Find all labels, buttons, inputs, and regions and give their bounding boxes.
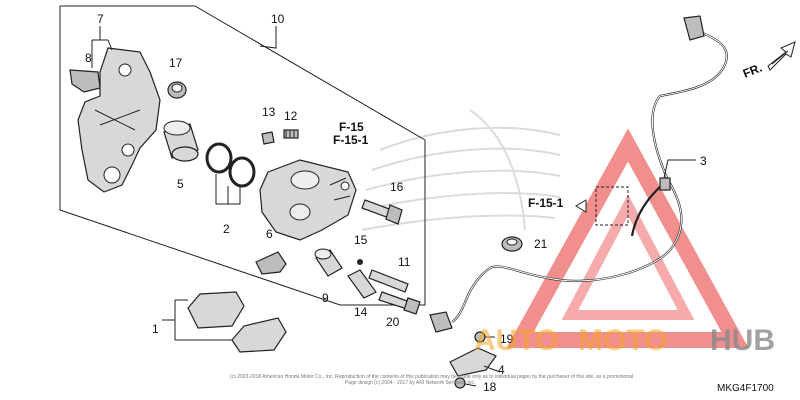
callout-8: 8 [85, 51, 92, 65]
part-15-clip[interactable] [357, 259, 363, 265]
part-8-pad-retainer[interactable] [69, 69, 101, 93]
callout-9: 9 [322, 291, 329, 305]
watermark-auto: AUTO [474, 324, 558, 357]
ref-f151-side: F-15-1 [528, 196, 564, 210]
callout-14: 14 [354, 305, 368, 319]
fr-label: FR. [741, 61, 764, 81]
part-6-pad-spring[interactable] [255, 251, 287, 275]
honda-wing-logo [361, 109, 561, 231]
callout-10: 10 [271, 12, 285, 26]
callout-15: 15 [354, 233, 368, 247]
callout-12: 12 [284, 109, 298, 123]
callout-6: 6 [266, 227, 273, 241]
part-17-boot[interactable] [167, 81, 187, 99]
part-3-brake-hose[interactable] [451, 15, 728, 323]
part-14-sleeve[interactable] [347, 269, 377, 299]
part-2-seals[interactable] [205, 142, 256, 188]
diagram-code: MKG4F1700 [717, 383, 774, 394]
callout-16: 16 [390, 180, 404, 194]
part-16-bolt[interactable] [361, 199, 403, 225]
part-13-bleeder-cap[interactable] [261, 131, 275, 145]
copyright-line-1: (c) 2003-2018 American Honda Motor Co., … [230, 374, 633, 380]
callout-4: 4 [498, 363, 505, 377]
watermark-moto: MOTO [578, 324, 667, 357]
part-7-caliper-bracket[interactable] [77, 47, 161, 193]
part-21-clamp[interactable] [501, 236, 523, 252]
part-4-stay[interactable] [449, 347, 497, 377]
callout-5: 5 [177, 177, 184, 191]
callout-19: 19 [500, 332, 514, 346]
part-20-pin-bolt[interactable] [378, 291, 421, 315]
callout-20: 20 [386, 315, 400, 329]
part-12-bleeder-screw[interactable] [283, 129, 299, 139]
callout-2: 2 [223, 222, 230, 236]
callout-7: 7 [97, 12, 104, 26]
part-10-caliper-body[interactable] [259, 159, 357, 241]
callout-11: 11 [398, 255, 411, 269]
ref-f15: F-15 [339, 120, 364, 134]
hose-caliper-fitting [429, 311, 453, 333]
callout-18: 18 [483, 380, 497, 394]
watermark-hub: HUB [710, 324, 775, 357]
assembly-frame-10 [59, 5, 426, 306]
part-18-bolt[interactable] [454, 377, 477, 389]
part-19-bolt[interactable] [474, 331, 495, 343]
ref-f151-top: F-15-1 [333, 133, 369, 147]
fr-direction-arrow [767, 41, 796, 71]
callout-13: 13 [262, 105, 276, 119]
reference-dashed-box [595, 186, 629, 226]
part-11-pin[interactable] [368, 269, 409, 293]
callout-1: 1 [152, 322, 159, 336]
part-9-pin-boot[interactable] [314, 248, 343, 277]
part-5-piston[interactable] [163, 120, 199, 162]
callout-17: 17 [169, 56, 183, 70]
part-1-brake-pads[interactable] [187, 291, 287, 353]
callout-21: 21 [534, 237, 548, 251]
reference-arrow [575, 199, 587, 213]
leader-lines [91, 26, 696, 373]
callout-3: 3 [700, 154, 707, 168]
copyright-line-2: Page design (c) 2004 - 2017 by ARI Netwo… [345, 380, 475, 386]
